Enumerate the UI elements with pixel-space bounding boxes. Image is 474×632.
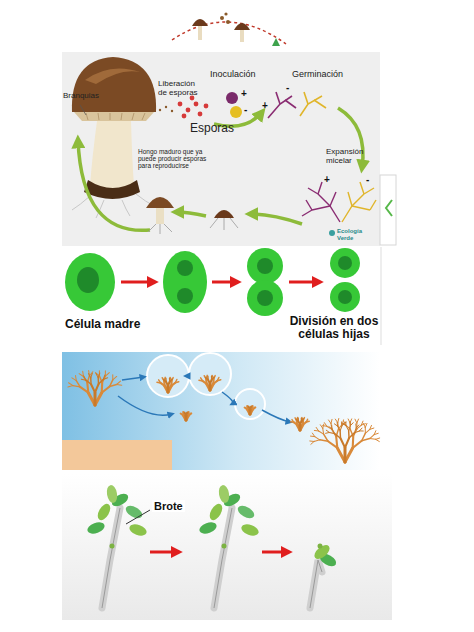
coral <box>181 412 192 420</box>
plant-cutting-figure <box>310 542 338 608</box>
watermark: Ecología Verde <box>337 228 377 241</box>
sign-symbol: + <box>241 88 247 99</box>
coral <box>245 406 256 414</box>
part-label: Inoculación <box>210 70 256 80</box>
part-label: Liberación de esporas <box>158 80 206 98</box>
coral-fragmentation <box>62 352 380 470</box>
sign-symbol: + <box>262 100 268 111</box>
caption-label: División en dos células hijas <box>288 315 380 341</box>
part-label: Branquias <box>63 92 99 101</box>
coral <box>310 419 380 462</box>
note-text: Hongo maduro que ya puede producir espor… <box>138 148 218 169</box>
mushroom-cycle <box>62 52 396 246</box>
sign-symbol: - <box>286 82 289 93</box>
part-label: Expansión micelar <box>326 148 374 166</box>
header-icons <box>172 12 286 46</box>
sign-symbol: - <box>366 174 369 185</box>
coral <box>291 417 310 430</box>
callout-label: Brote <box>152 500 185 512</box>
plant-cutting-figure <box>198 484 260 608</box>
caption-label: Célula madre <box>65 318 140 331</box>
sign-symbol: + <box>324 174 330 185</box>
part-label: Esporas <box>190 122 234 135</box>
part-label: Germinación <box>292 70 343 80</box>
coral <box>157 377 179 392</box>
sign-symbol: - <box>244 104 247 115</box>
plant-cutting <box>62 474 392 620</box>
cell-division <box>65 247 381 345</box>
coral <box>199 375 221 390</box>
coral <box>68 371 122 405</box>
plant-cutting-figure <box>86 484 148 608</box>
